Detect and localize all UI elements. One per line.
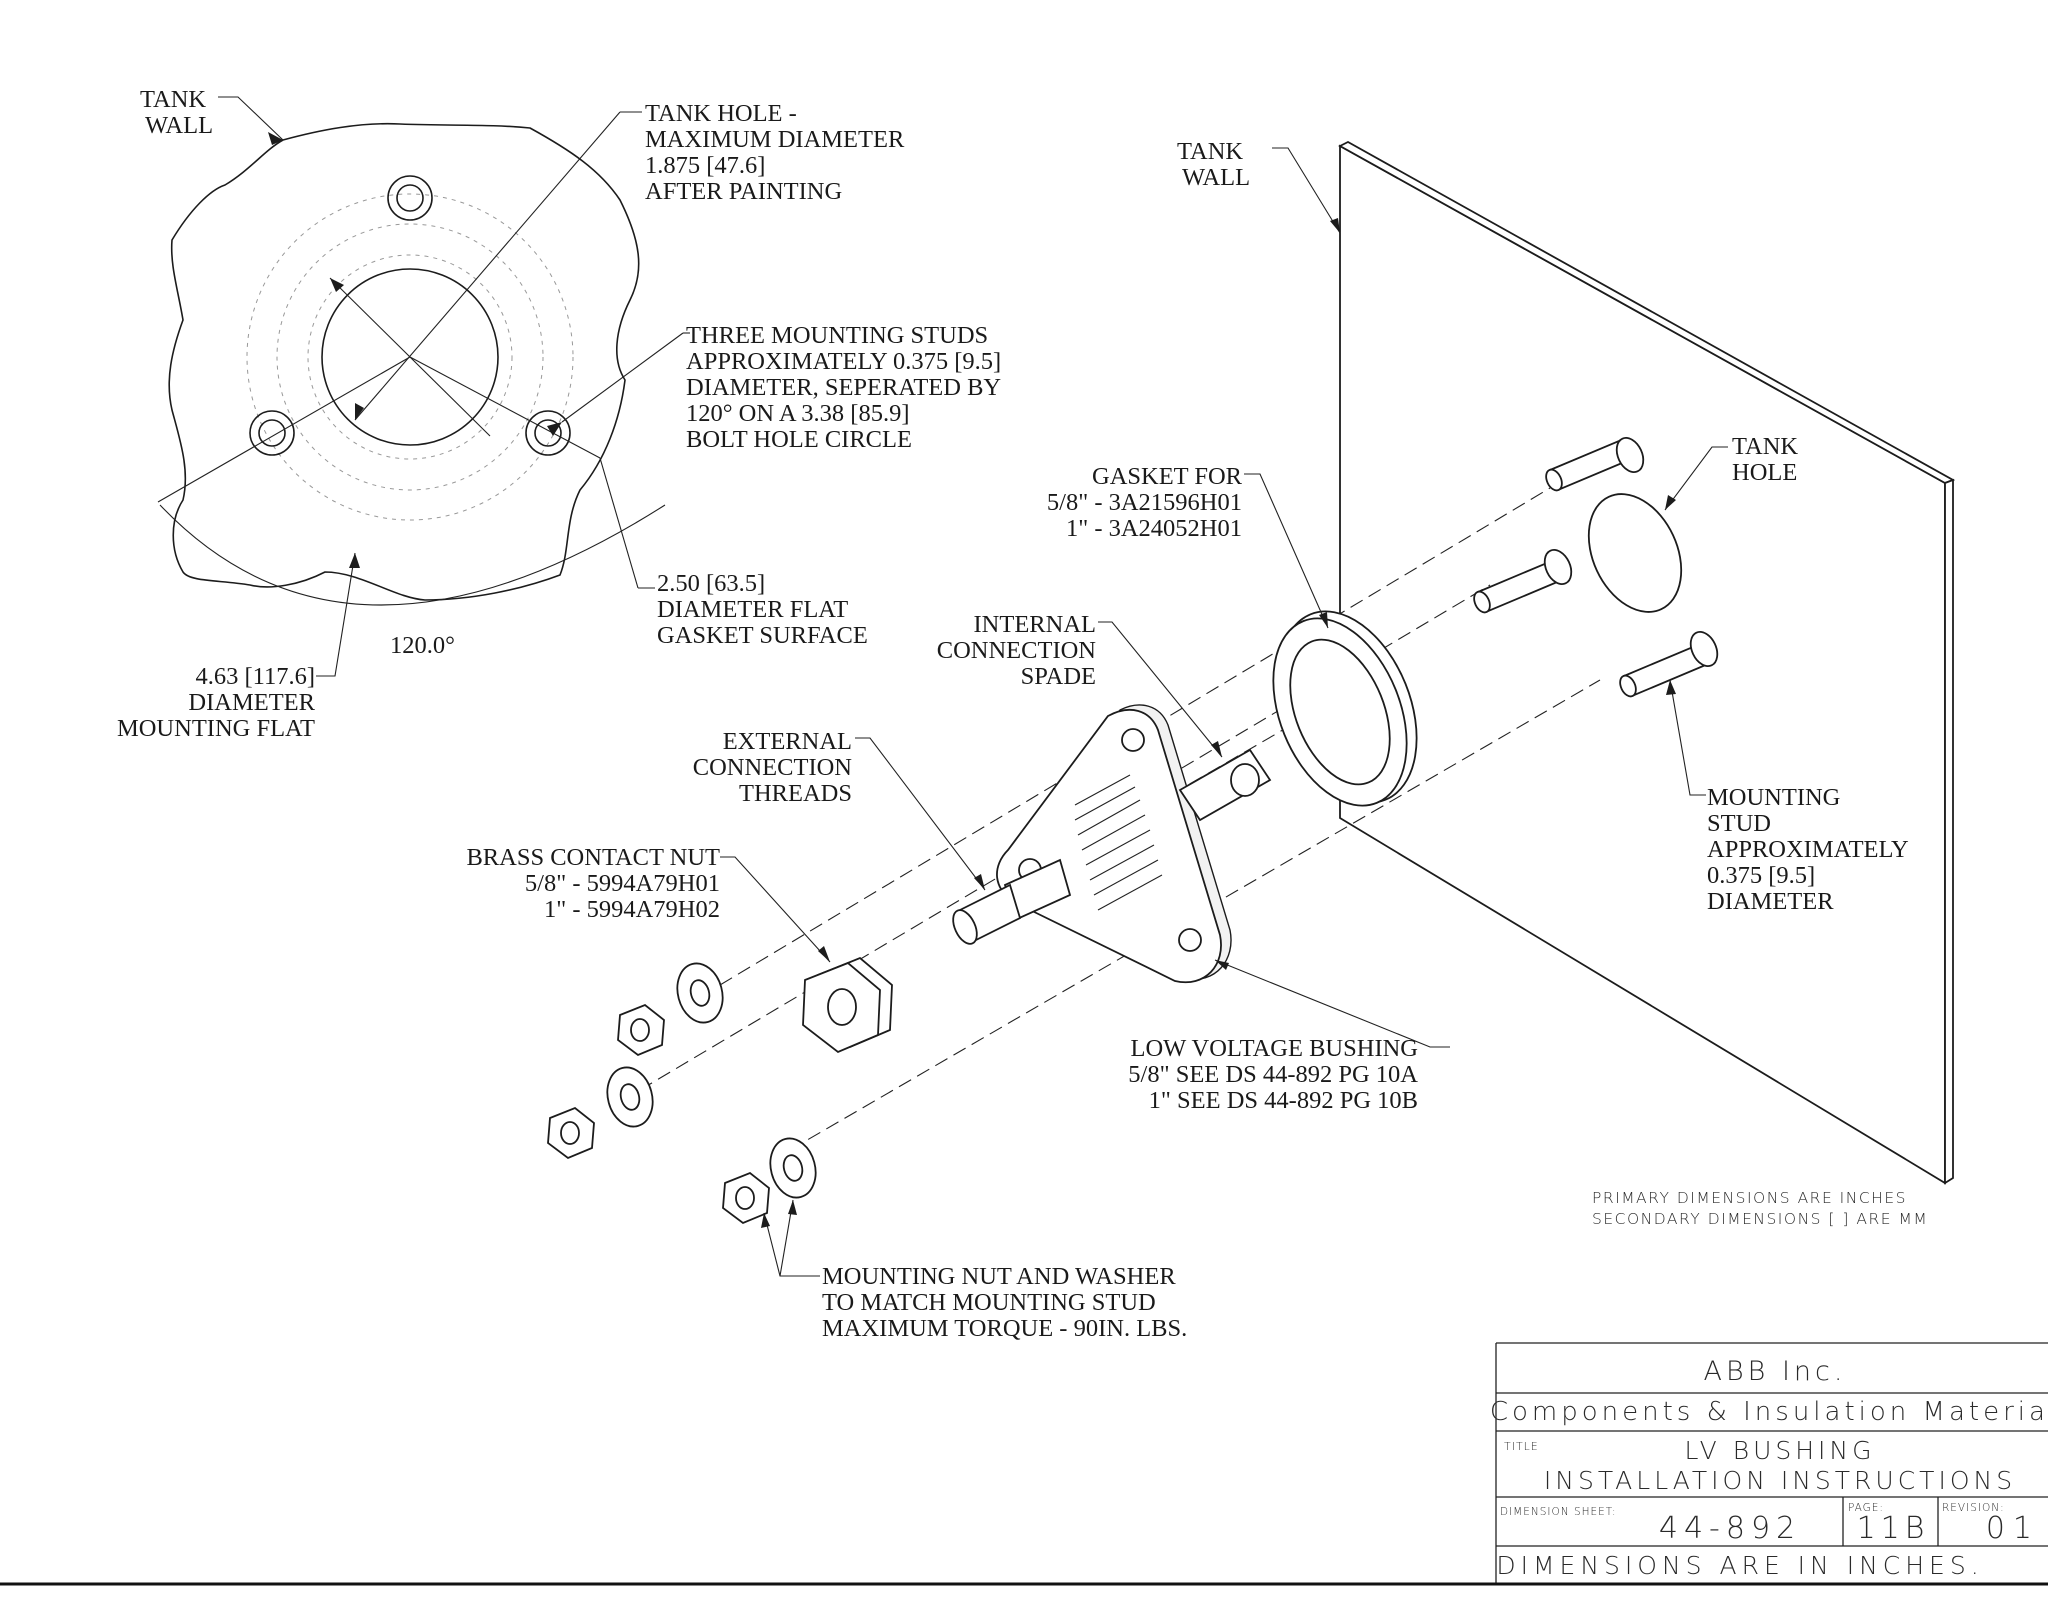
angle-label: 120.0°	[390, 632, 455, 659]
plate-stud-3	[1619, 631, 1719, 698]
mounting-flat-dim-line	[157, 356, 411, 503]
units-note-primary: PRIMARY DIMENSIONS ARE INCHES	[1592, 1189, 1907, 1207]
bushing-body	[855, 621, 1450, 1048]
tank-wall-leader-right	[1272, 147, 1341, 234]
tank-wall-leader-left	[218, 96, 284, 141]
stud-left	[249, 410, 295, 456]
gasket-leader	[1244, 473, 1329, 629]
sheet-number: 44-892	[1659, 1511, 1801, 1546]
units-note-secondary: SECONDARY DIMENSIONS [ ] ARE MM	[1592, 1210, 1928, 1228]
nut-washer-leader-a	[763, 1212, 820, 1277]
drawing-title-line1: LV BUSHING	[1684, 1436, 1875, 1465]
page-label: PAGE:	[1848, 1502, 1884, 1514]
studs-leader	[561, 332, 684, 423]
threads-leader	[855, 737, 986, 891]
plate-stud-2	[1473, 549, 1573, 614]
tank-wall-plate	[1272, 140, 1956, 1185]
units-footer: DIMENSIONS ARE IN INCHES.	[1496, 1551, 1983, 1580]
gasket-dim-line	[409, 356, 601, 459]
stud-right	[525, 410, 571, 456]
angle-arc	[159, 504, 666, 606]
nut-washer-set-2	[547, 1066, 654, 1160]
title-label: TITLE	[1504, 1440, 1539, 1453]
division-name: Components & Insulation Material	[1490, 1397, 2048, 1427]
company-name: ABB Inc.	[1704, 1356, 1847, 1387]
mounting-flat-leader	[316, 552, 356, 677]
brass-nut-leader	[720, 856, 831, 963]
page-number: 11B	[1857, 1511, 1930, 1546]
tank-hole	[321, 268, 499, 446]
sheet-label: DIMENSION SHEET:	[1500, 1506, 1617, 1518]
gasket-ring	[1244, 473, 1418, 807]
tank-wall-outline	[168, 122, 640, 601]
mounting-flat-ring	[246, 193, 574, 521]
revision-label: REVISION:	[1942, 1502, 2005, 1514]
tank-wall-front-view	[157, 96, 690, 677]
plate-stud-1	[1545, 436, 1645, 492]
brass-contact-nut	[720, 856, 893, 1054]
units-note: PRIMARY DIMENSIONS ARE INCHES SECONDARY …	[1592, 1189, 1928, 1228]
tank-hole-ellipse	[1587, 446, 1728, 613]
mounting-stud-leader	[1669, 679, 1706, 796]
bolt-circle-ring	[276, 223, 544, 491]
tank-hole-leader	[354, 111, 621, 421]
revision-number: 01	[1986, 1511, 2040, 1546]
drawing-title-line2: INSTALLATION INSTRUCTIONS	[1544, 1466, 2016, 1495]
plate-studs	[1473, 436, 1719, 796]
spade-leader	[1098, 621, 1223, 758]
bushing-leader	[1214, 959, 1450, 1048]
nut-washer-set-3	[722, 1137, 820, 1277]
stud-top	[387, 175, 433, 221]
title-block: ABB Inc. Components & Insulation Materia…	[0, 1342, 2048, 1586]
gasket-surface-ring	[307, 254, 513, 460]
nut-washer-set-1	[617, 962, 724, 1057]
